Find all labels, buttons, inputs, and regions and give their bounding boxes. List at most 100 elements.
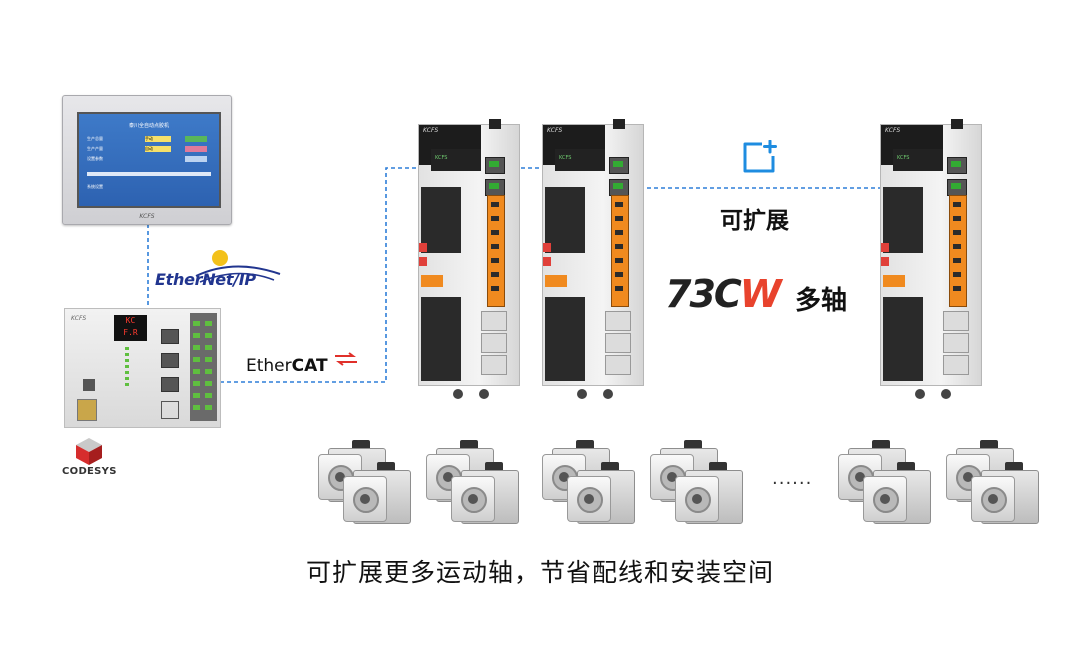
drive-io-connector	[611, 195, 629, 307]
motor-flange	[567, 476, 611, 522]
plc-status-leds	[125, 347, 129, 387]
drive-ethernet-out-port	[947, 179, 967, 196]
motor-shaft	[468, 494, 478, 504]
drive-encoder-port	[605, 333, 631, 353]
drive-encoder-port	[605, 311, 631, 331]
drive-red-terminal	[419, 243, 427, 252]
drive-panel-label: KCFS	[435, 155, 448, 161]
servo-motor	[971, 462, 1041, 528]
drive-foot	[915, 389, 925, 399]
plc-ethernet-port-2	[161, 353, 179, 368]
ethercat-prefix: Ether	[246, 356, 292, 376]
motor-flange	[675, 476, 719, 522]
drive-orange-terminal	[883, 275, 905, 287]
motor-flange	[451, 476, 495, 522]
drive-panel: KCFS	[431, 149, 481, 171]
motor-shaft	[692, 494, 702, 504]
plc-slot	[161, 401, 179, 419]
drive-encoder-port	[943, 311, 969, 331]
codesys-cube-icon	[76, 438, 102, 465]
drive-ethernet-in-port	[609, 157, 629, 174]
drive-encoder-port	[481, 311, 507, 331]
drive-io-connector	[949, 195, 967, 307]
motor-ring	[873, 487, 899, 513]
drive-orange-terminal	[545, 275, 567, 287]
brand-letter-c: C	[713, 272, 742, 316]
motor-shaft	[880, 494, 890, 504]
drive-io-connector	[487, 195, 505, 307]
hmi-indicator-pink	[185, 146, 207, 152]
caption: 可扩展更多运动轴，节省配线和安装空间	[305, 558, 774, 587]
motor-shaft	[443, 472, 453, 482]
ethercat-arrows-icon	[335, 352, 357, 366]
servo-motor	[451, 462, 521, 528]
drive-orange-terminal	[421, 275, 443, 287]
motor-shaft	[335, 472, 345, 482]
drive-foot	[453, 389, 463, 399]
motor-shaft	[963, 472, 973, 482]
ethercat-suffix: CAT	[291, 356, 328, 376]
plc-io-module	[190, 313, 217, 421]
drive-encoder-port	[481, 355, 507, 375]
brand-letter-w: W	[739, 272, 782, 316]
drive-panel: KCFS	[893, 149, 943, 171]
drive-ethernet-in-port	[485, 157, 505, 174]
ethernetip-swoosh-icon	[195, 250, 281, 283]
servo-motor	[343, 462, 413, 528]
drive-foot	[577, 389, 587, 399]
brand-multi-axis-label: 多轴	[795, 286, 848, 316]
drive-motor-connectors	[421, 297, 461, 381]
hmi-indicator-green	[185, 136, 207, 142]
hmi-label-3: 设置参数	[87, 156, 103, 161]
drive-terminal-block	[883, 187, 923, 253]
plc-display: KC F.R	[114, 315, 147, 341]
motor-flange	[971, 476, 1015, 522]
expand-label: 可扩展	[720, 208, 789, 234]
hmi-screen-content: 生产总量 生产产量 设置参数 手动 自动 系统设置	[87, 136, 211, 196]
plc-ethernet-port-1	[161, 329, 179, 344]
plc-usb-port	[83, 379, 95, 391]
servo-drive-2: KCFS KCFS	[542, 119, 644, 399]
hmi-touch-panel: 泰川全自动点胶机 生产总量 生产产量 设置参数 手动 自动 系统设置 KCFS	[62, 95, 232, 225]
drive-logo: KCFS	[885, 127, 901, 134]
drive-red-terminal	[543, 257, 551, 266]
drive-encoder-port	[481, 333, 507, 353]
expand-plus-icon	[743, 140, 777, 173]
codesys-label: CODESYS	[62, 466, 117, 477]
hmi-label-2: 生产产量	[87, 146, 103, 151]
servo-motor	[567, 462, 637, 528]
motor-shaft	[855, 472, 865, 482]
drive-encoder-port	[943, 355, 969, 375]
plc-controller: KCFS KC F.R	[64, 308, 221, 428]
drive-motor-connectors	[545, 297, 585, 381]
drive-encoder-port	[605, 355, 631, 375]
plc-sd-slot	[77, 399, 97, 421]
hmi-screen: 泰川全自动点胶机 生产总量 生产产量 设置参数 手动 自动 系统设置	[77, 112, 221, 208]
drive-terminal-block	[421, 187, 461, 253]
motor-shaft	[559, 472, 569, 482]
drive-ethernet-out-port	[609, 179, 629, 196]
motor-flange	[863, 476, 907, 522]
ethercat-label: EtherCAT	[246, 356, 328, 376]
motor-flange	[343, 476, 387, 522]
drive-ethernet-out-port	[485, 179, 505, 196]
plc-logo: KCFS	[71, 315, 87, 322]
hmi-indicator-blue	[185, 156, 207, 162]
drive-logo: KCFS	[547, 127, 563, 134]
hmi-label-settings: 系统设置	[87, 184, 103, 189]
hmi-button-manual: 手动	[145, 136, 171, 142]
brand-730w-logo: 73CW	[665, 272, 782, 316]
servo-drive-3: KCFS KCFS	[880, 119, 982, 399]
drive-top-connector	[951, 119, 963, 129]
drive-motor-connectors	[883, 297, 923, 381]
drive-panel: KCFS	[555, 149, 605, 171]
servo-motor	[863, 462, 933, 528]
drive-foot	[603, 389, 613, 399]
drive-panel-label: KCFS	[897, 155, 910, 161]
hmi-screen-title: 泰川全自动点胶机	[128, 123, 169, 129]
servo-motor	[675, 462, 745, 528]
drive-foot	[479, 389, 489, 399]
drive-top-connector	[613, 119, 625, 129]
drive-top-connector	[489, 119, 501, 129]
motor-shaft	[360, 494, 370, 504]
